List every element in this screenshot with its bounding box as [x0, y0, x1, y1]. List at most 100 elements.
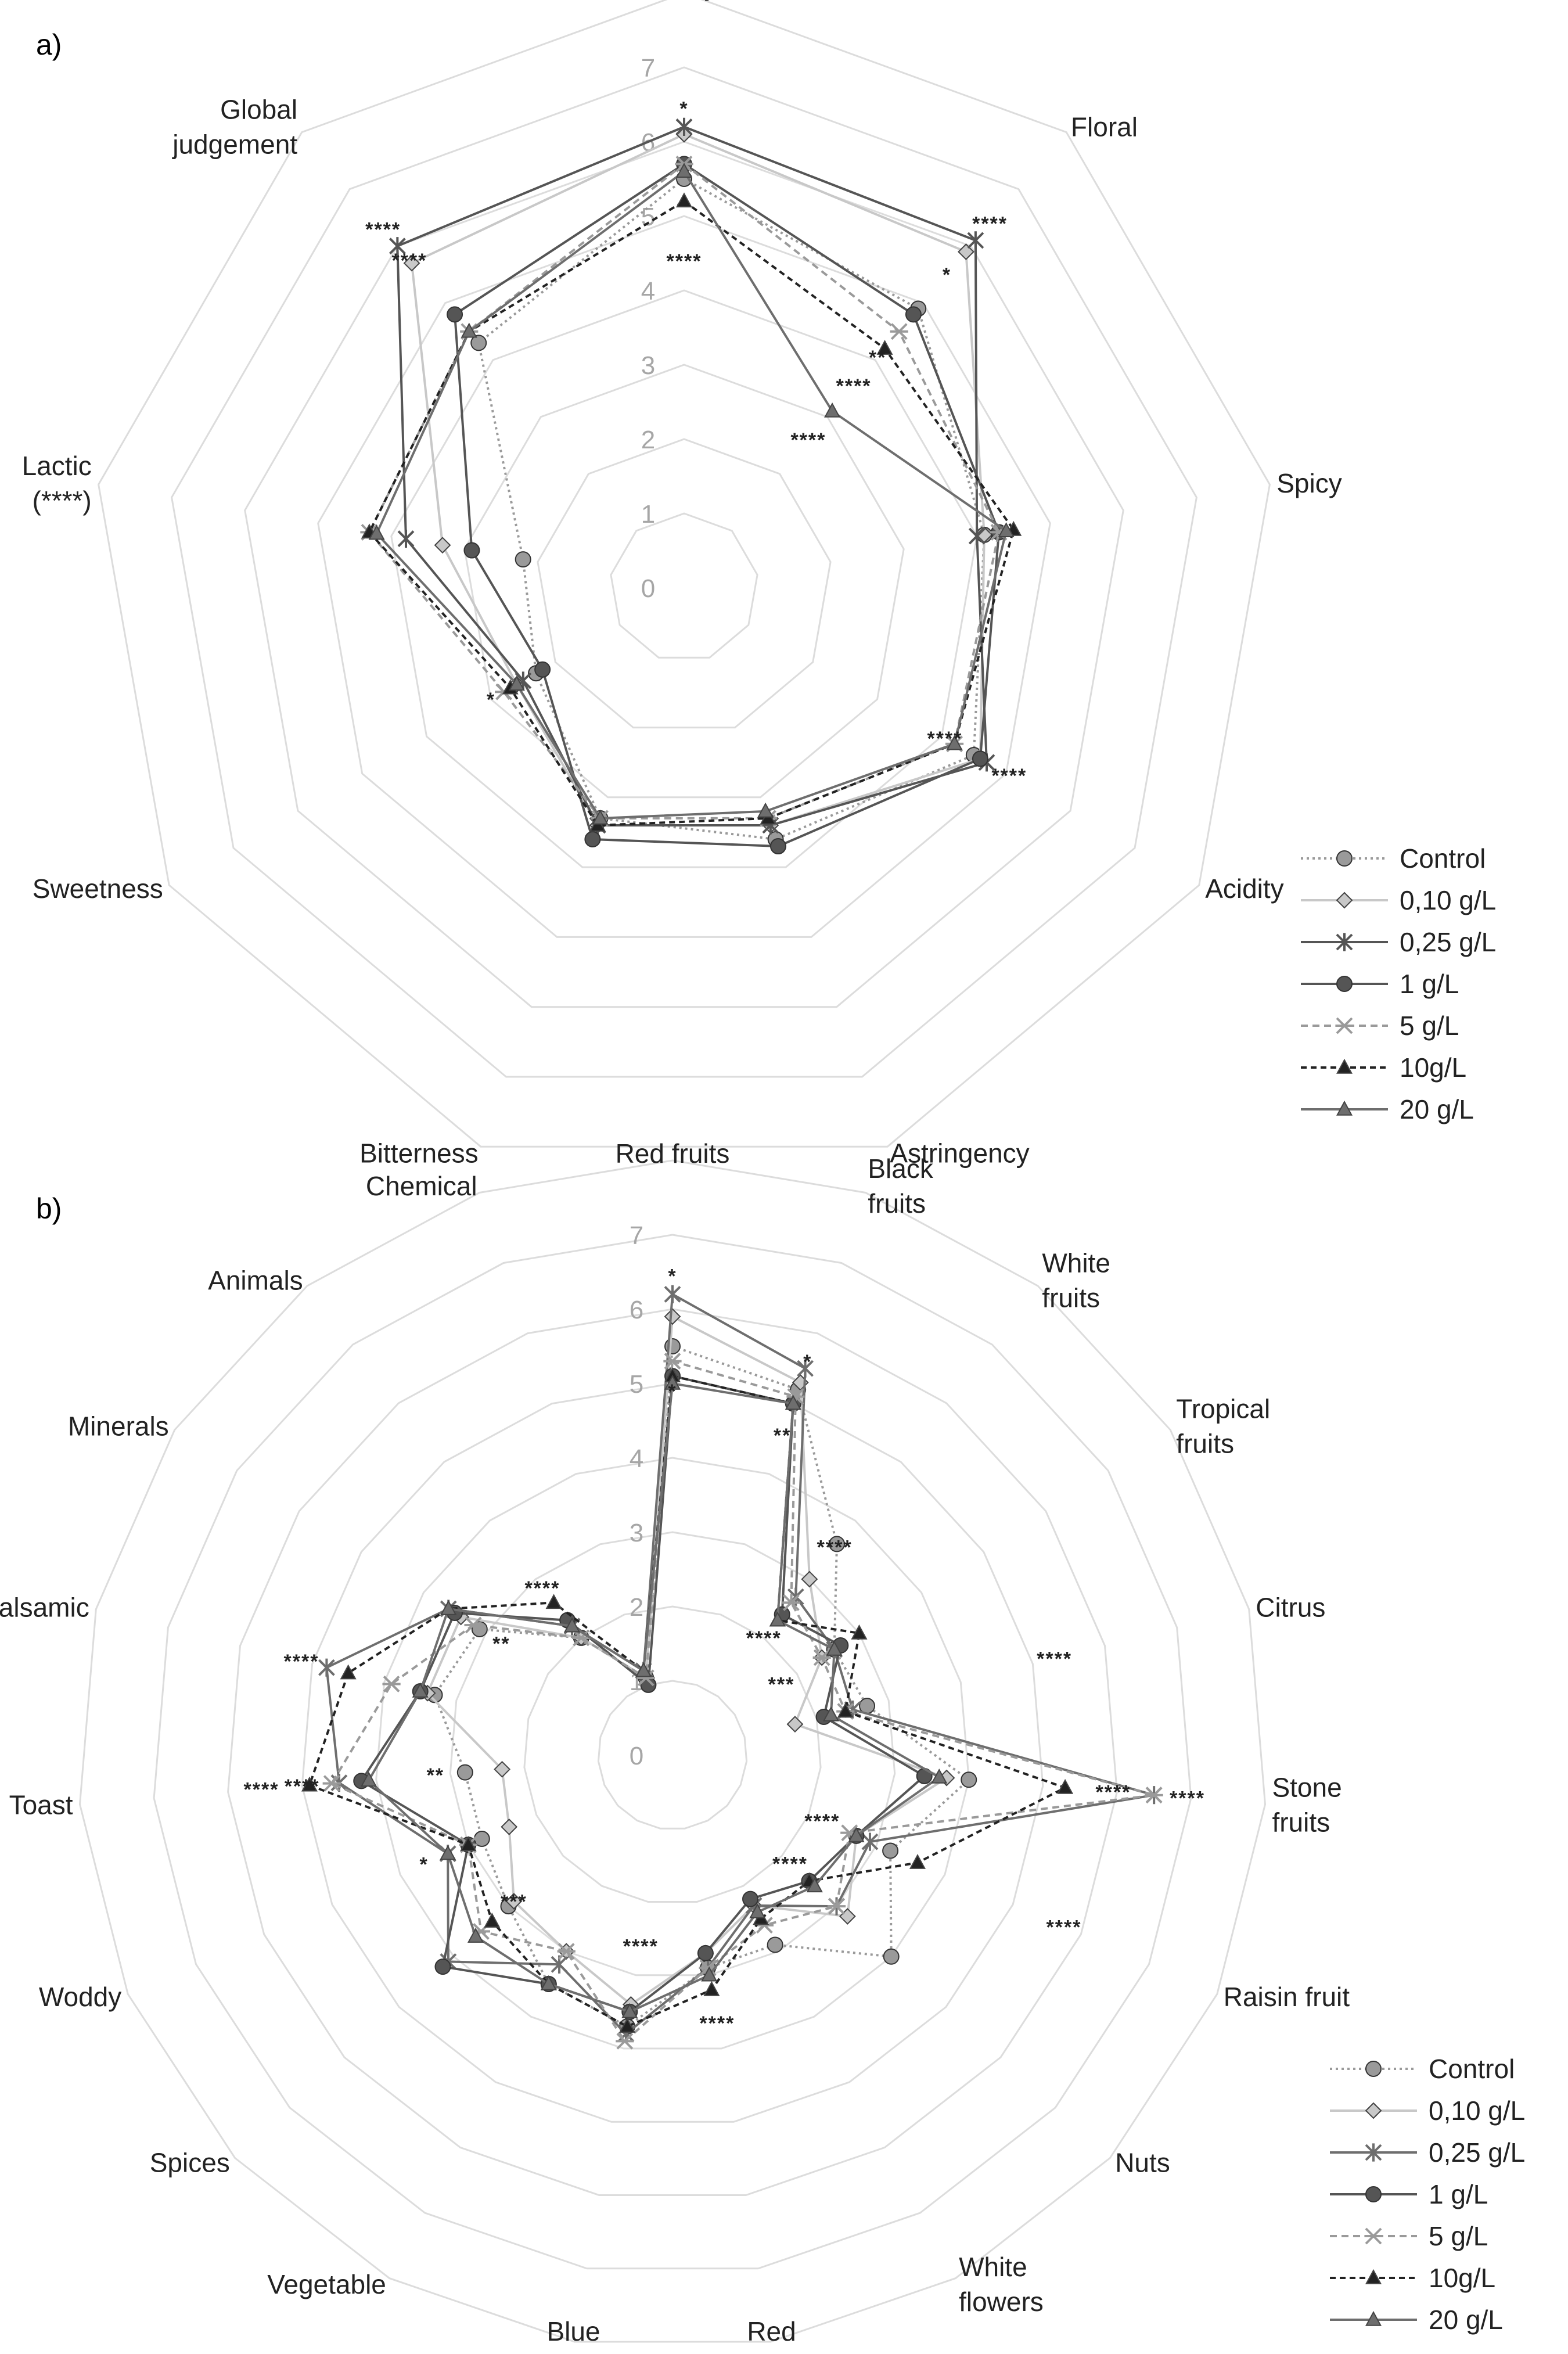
data-point-10g-l — [460, 1836, 477, 1851]
legend-item-control: Control — [1301, 843, 1486, 874]
series-0-25-g-l-b — [318, 1285, 1163, 2043]
axis-label-spicy: Spicy — [1276, 468, 1342, 498]
legend-marker — [1336, 1100, 1353, 1116]
legend-item-1-g-l: 1 g/L — [1301, 969, 1459, 999]
axis-label-toast: Toast — [9, 1790, 73, 1820]
legend-item-10g-l: 10g/L — [1301, 1052, 1466, 1083]
data-point-20-g-l — [701, 1966, 718, 1982]
legend-item-1-g-l: 1 g/L — [1330, 2179, 1488, 2209]
tick-label: 1 — [641, 500, 655, 529]
series-10g-l-a — [361, 192, 1022, 832]
data-point-0-10-g-l — [494, 1760, 511, 1778]
data-point-20-g-l — [824, 402, 841, 418]
data-point-20-g-l — [769, 1611, 786, 1627]
data-point-20-g-l — [785, 1395, 801, 1410]
series-line-0-25-g-l — [325, 1292, 1155, 2036]
series-line-1-g-l — [359, 1374, 927, 2014]
legend-item-20-g-l: 20 g/L — [1330, 2305, 1503, 2335]
axis-label-raisin-fruit: Raisin fruit — [1224, 1982, 1350, 2012]
series-line-20-g-l — [375, 170, 1008, 820]
data-point-20-g-l — [621, 2003, 638, 2018]
axis-label-balsamic: Balsamic — [0, 1593, 89, 1623]
data-point-5-g-l — [890, 323, 908, 340]
data-point-1-g-l — [534, 661, 551, 678]
radar-axis-labels-a: FruityFloralSpicyAcidityAstringencyBitte… — [22, 0, 1342, 1169]
series-line-control — [433, 1345, 971, 2028]
significance-mark: **** — [365, 218, 401, 240]
series-20-g-l-a — [368, 163, 1015, 825]
data-point-5-g-l — [616, 2032, 634, 2050]
data-point-control — [470, 335, 487, 351]
data-point-5-g-l — [464, 1616, 483, 1634]
axis-label-sweetness: Sweetness — [33, 874, 163, 904]
data-point-20-g-l — [822, 1706, 840, 1722]
data-point-20-g-l — [440, 1845, 456, 1860]
grid-ring-8 — [78, 1159, 1267, 2343]
data-point-0-25-g-l — [968, 527, 986, 545]
series-line-10g-l — [368, 199, 1015, 827]
legend-item-5-g-l: 5 g/L — [1301, 1011, 1459, 1041]
series-20-g-l-b — [360, 1374, 948, 2018]
data-point-10g-l — [619, 2018, 636, 2033]
tick-label: 5 — [641, 203, 655, 231]
series-line-control — [477, 177, 986, 841]
legend-marker — [1365, 2102, 1382, 2119]
data-point-control — [829, 1536, 846, 1552]
data-point-20-g-l — [931, 1768, 948, 1784]
data-point-0-10-g-l — [505, 1892, 523, 1910]
data-point-10g-l — [703, 1981, 720, 1996]
legend-item-0-25-g-l: 0,25 g/L — [1330, 2137, 1525, 2168]
axis-label-red-fruits: Red fruits — [616, 1138, 730, 1169]
axis-label-vegetable: Vegetable — [267, 2269, 386, 2299]
legend-label: 1 g/L — [1400, 969, 1459, 999]
significance-mark: **** — [1046, 1917, 1082, 1939]
legend-label: 5 g/L — [1400, 1011, 1459, 1041]
legend-label: 0,10 g/L — [1429, 2096, 1525, 2126]
legend-item-0-10-g-l: 0,10 g/L — [1301, 885, 1496, 915]
significance-mark: **** — [991, 765, 1027, 787]
data-point-5-g-l — [663, 1353, 682, 1370]
data-point-0-25-g-l — [397, 529, 415, 548]
tick-label: 3 — [630, 1519, 643, 1547]
data-point-0-25-g-l — [967, 231, 984, 250]
data-point-1-g-l — [742, 1891, 759, 1907]
legend-label: 5 g/L — [1429, 2221, 1488, 2251]
axis-label-acidity: Acidity — [1205, 874, 1283, 904]
legend-marker — [1335, 1017, 1354, 1034]
series-0-25-g-l-a — [389, 117, 995, 835]
significance-marks-a: ************************************* — [365, 98, 1027, 787]
data-point-10g-l — [909, 1854, 926, 1869]
grid-ring-6 — [244, 141, 1124, 1008]
series-line-0-10-g-l — [410, 133, 986, 826]
data-point-0-10-g-l — [801, 1570, 818, 1588]
significance-mark: ** — [492, 1633, 510, 1655]
data-point-1-g-l — [434, 1958, 451, 1975]
axis-label-floral: Floral — [1071, 112, 1138, 142]
tick-label: 6 — [630, 1296, 643, 1324]
grid-ring-8 — [98, 0, 1271, 1148]
data-point-control — [961, 1771, 977, 1788]
legend-label: 10g/L — [1400, 1052, 1466, 1083]
significance-mark: **** — [790, 429, 826, 451]
significance-mark: * — [679, 98, 688, 120]
significance-mark: **** — [1170, 1787, 1205, 1809]
data-point-0-25-g-l — [797, 1359, 814, 1378]
radar-chart-a: a)01234567FruityFloralSpicyAcidityAstrin… — [22, 0, 1496, 1169]
axis-label-lactic: Lactic(****) — [22, 451, 92, 516]
data-point-20-g-l — [757, 802, 774, 818]
significance-mark: * — [803, 1351, 812, 1373]
data-point-control — [767, 1936, 783, 1953]
data-point-10g-l — [675, 192, 693, 208]
tick-label: 7 — [630, 1221, 643, 1250]
series-1-g-l-a — [447, 156, 1008, 855]
data-point-control — [883, 1948, 900, 1965]
grid-ring-7 — [171, 66, 1197, 1078]
data-point-20-g-l — [675, 163, 693, 178]
significance-mark: **** — [1096, 1781, 1131, 1803]
